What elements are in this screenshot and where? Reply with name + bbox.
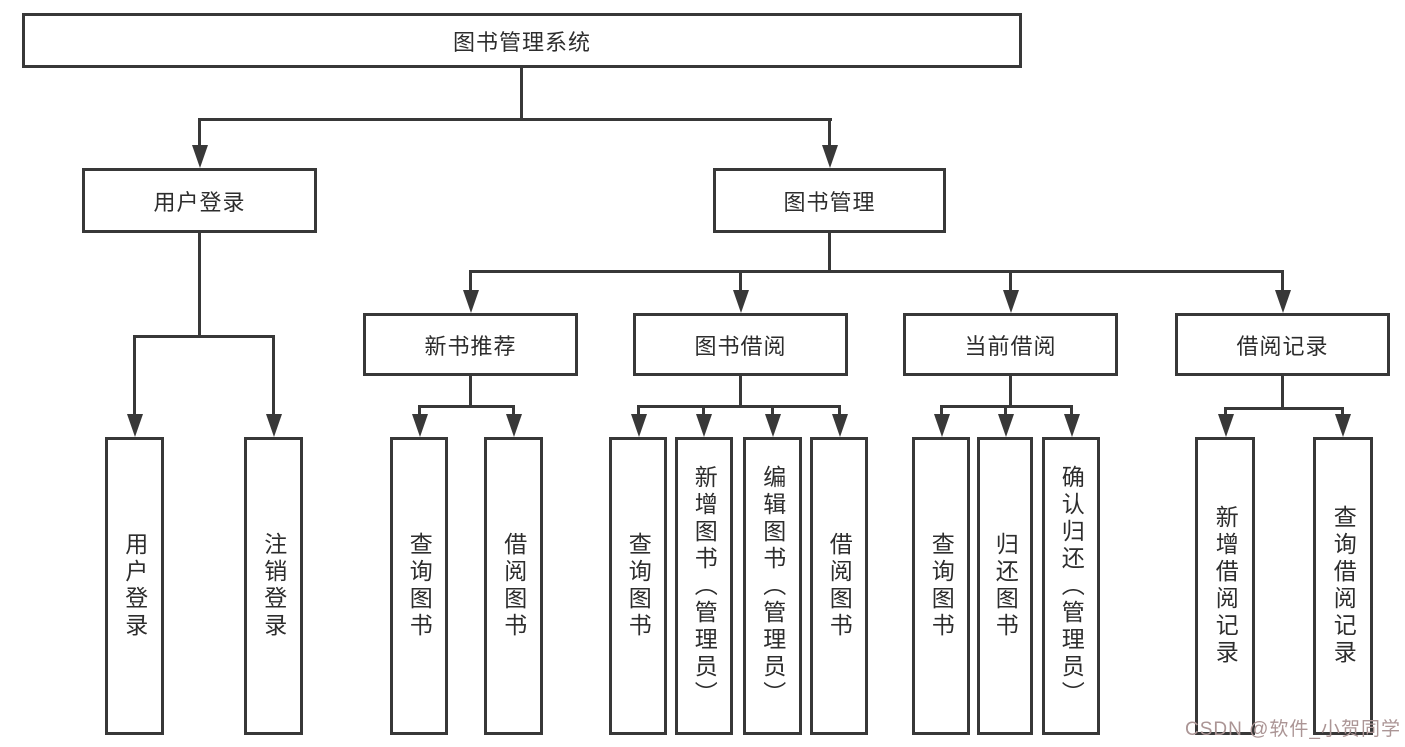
connector-line [771, 405, 774, 420]
connector-line [198, 118, 201, 148]
leaf-label: 查询图书 [625, 532, 652, 640]
connector-line [520, 68, 523, 118]
arrow-down-icon [696, 414, 712, 437]
leaf-edit-books-admin: 编辑图书（管理员） [743, 437, 802, 735]
leaf-label: 借阅图书 [826, 532, 853, 640]
node-user-login: 用户登录 [82, 168, 317, 233]
connector-line [739, 270, 742, 296]
arrow-down-icon [127, 414, 143, 437]
connector-line [838, 405, 841, 420]
arrow-down-icon [998, 414, 1014, 437]
connector-line [418, 405, 421, 420]
connector-line [469, 270, 1284, 273]
leaf-logout: 注销登录 [244, 437, 303, 735]
connector-line [828, 233, 831, 273]
leaf-user-login: 用户登录 [105, 437, 164, 735]
arrow-down-icon [1275, 290, 1291, 313]
leaf-label: 查询图书 [406, 532, 433, 640]
leaf-label: 用户登录 [121, 532, 148, 640]
arrow-down-icon [822, 145, 838, 168]
connector-line [1004, 405, 1007, 420]
connector-line [1341, 407, 1344, 420]
connector-line [1224, 407, 1227, 420]
node-label: 新书推荐 [424, 333, 517, 359]
connector-line [702, 405, 705, 420]
connector-line [1281, 376, 1284, 409]
leaf-label: 借阅图书 [500, 532, 527, 640]
node-label: 图书借阅 [694, 333, 787, 359]
leaf-label: 查询图书 [928, 532, 955, 640]
node-new-book-recommend: 新书推荐 [363, 313, 578, 376]
node-borrow-record: 借阅记录 [1175, 313, 1390, 376]
leaf-query-borrow-record: 查询借阅记录 [1313, 437, 1373, 735]
connector-line [198, 118, 832, 121]
arrow-down-icon [1218, 414, 1234, 437]
connector-line [469, 376, 472, 407]
arrow-down-icon [192, 145, 208, 168]
arrow-down-icon [1003, 290, 1019, 313]
leaf-borrow-books: 借阅图书 [810, 437, 868, 735]
connector-line [637, 405, 841, 408]
arrow-down-icon [1335, 414, 1351, 437]
leaf-label: 确认归还（管理员） [1058, 464, 1085, 708]
leaf-label: 注销登录 [260, 532, 287, 640]
node-label: 用户登录 [153, 189, 246, 215]
node-label: 图书管理 [783, 189, 876, 215]
arrow-down-icon [1064, 414, 1080, 437]
connector-line [1070, 405, 1073, 420]
connector-line [828, 118, 831, 148]
leaf-return-books: 归还图书 [977, 437, 1033, 735]
connector-line [1009, 270, 1012, 296]
arrow-down-icon [765, 414, 781, 437]
connector-line [739, 376, 742, 407]
leaf-confirm-return-admin: 确认归还（管理员） [1042, 437, 1100, 735]
node-book-management: 图书管理 [713, 168, 946, 233]
arrow-down-icon [631, 414, 647, 437]
connector-line [940, 405, 943, 420]
connector-line [272, 335, 275, 420]
leaf-query-books-current: 查询图书 [912, 437, 970, 735]
node-label: 图书管理系统 [452, 29, 591, 55]
leaf-add-books-admin: 新增图书（管理员） [675, 437, 733, 735]
arrow-down-icon [463, 290, 479, 313]
node-book-borrow: 图书借阅 [633, 313, 848, 376]
connector-line [1281, 270, 1284, 296]
arrow-down-icon [506, 414, 522, 437]
connector-line [1009, 376, 1012, 407]
connector-line [637, 405, 640, 420]
leaf-add-borrow-record: 新增借阅记录 [1195, 437, 1255, 735]
connector-line [469, 270, 472, 296]
leaf-label: 查询借阅记录 [1330, 505, 1357, 667]
node-root-system: 图书管理系统 [22, 13, 1022, 68]
leaf-label: 新增借阅记录 [1212, 505, 1239, 667]
node-current-borrow: 当前借阅 [903, 313, 1118, 376]
leaf-query-books-borrow: 查询图书 [609, 437, 667, 735]
node-label: 借阅记录 [1236, 333, 1329, 359]
connector-line [133, 335, 136, 420]
watermark: CSDN @软件_小贺同学 [1185, 719, 1401, 740]
arrow-down-icon [412, 414, 428, 437]
arrow-down-icon [733, 290, 749, 313]
arrow-down-icon [934, 414, 950, 437]
leaf-query-books-recommend: 查询图书 [390, 437, 448, 735]
connector-line [198, 233, 201, 337]
arrow-down-icon [266, 414, 282, 437]
node-label: 当前借阅 [964, 333, 1057, 359]
connector-line [133, 335, 274, 338]
connector-line [418, 405, 515, 408]
leaf-label: 归还图书 [992, 532, 1019, 640]
connector-line [1224, 407, 1344, 410]
leaf-label: 编辑图书（管理员） [759, 464, 786, 708]
leaf-label: 新增图书（管理员） [691, 464, 718, 708]
leaf-borrow-books-recommend: 借阅图书 [484, 437, 543, 735]
arrow-down-icon [832, 414, 848, 437]
connector-line [512, 405, 515, 420]
